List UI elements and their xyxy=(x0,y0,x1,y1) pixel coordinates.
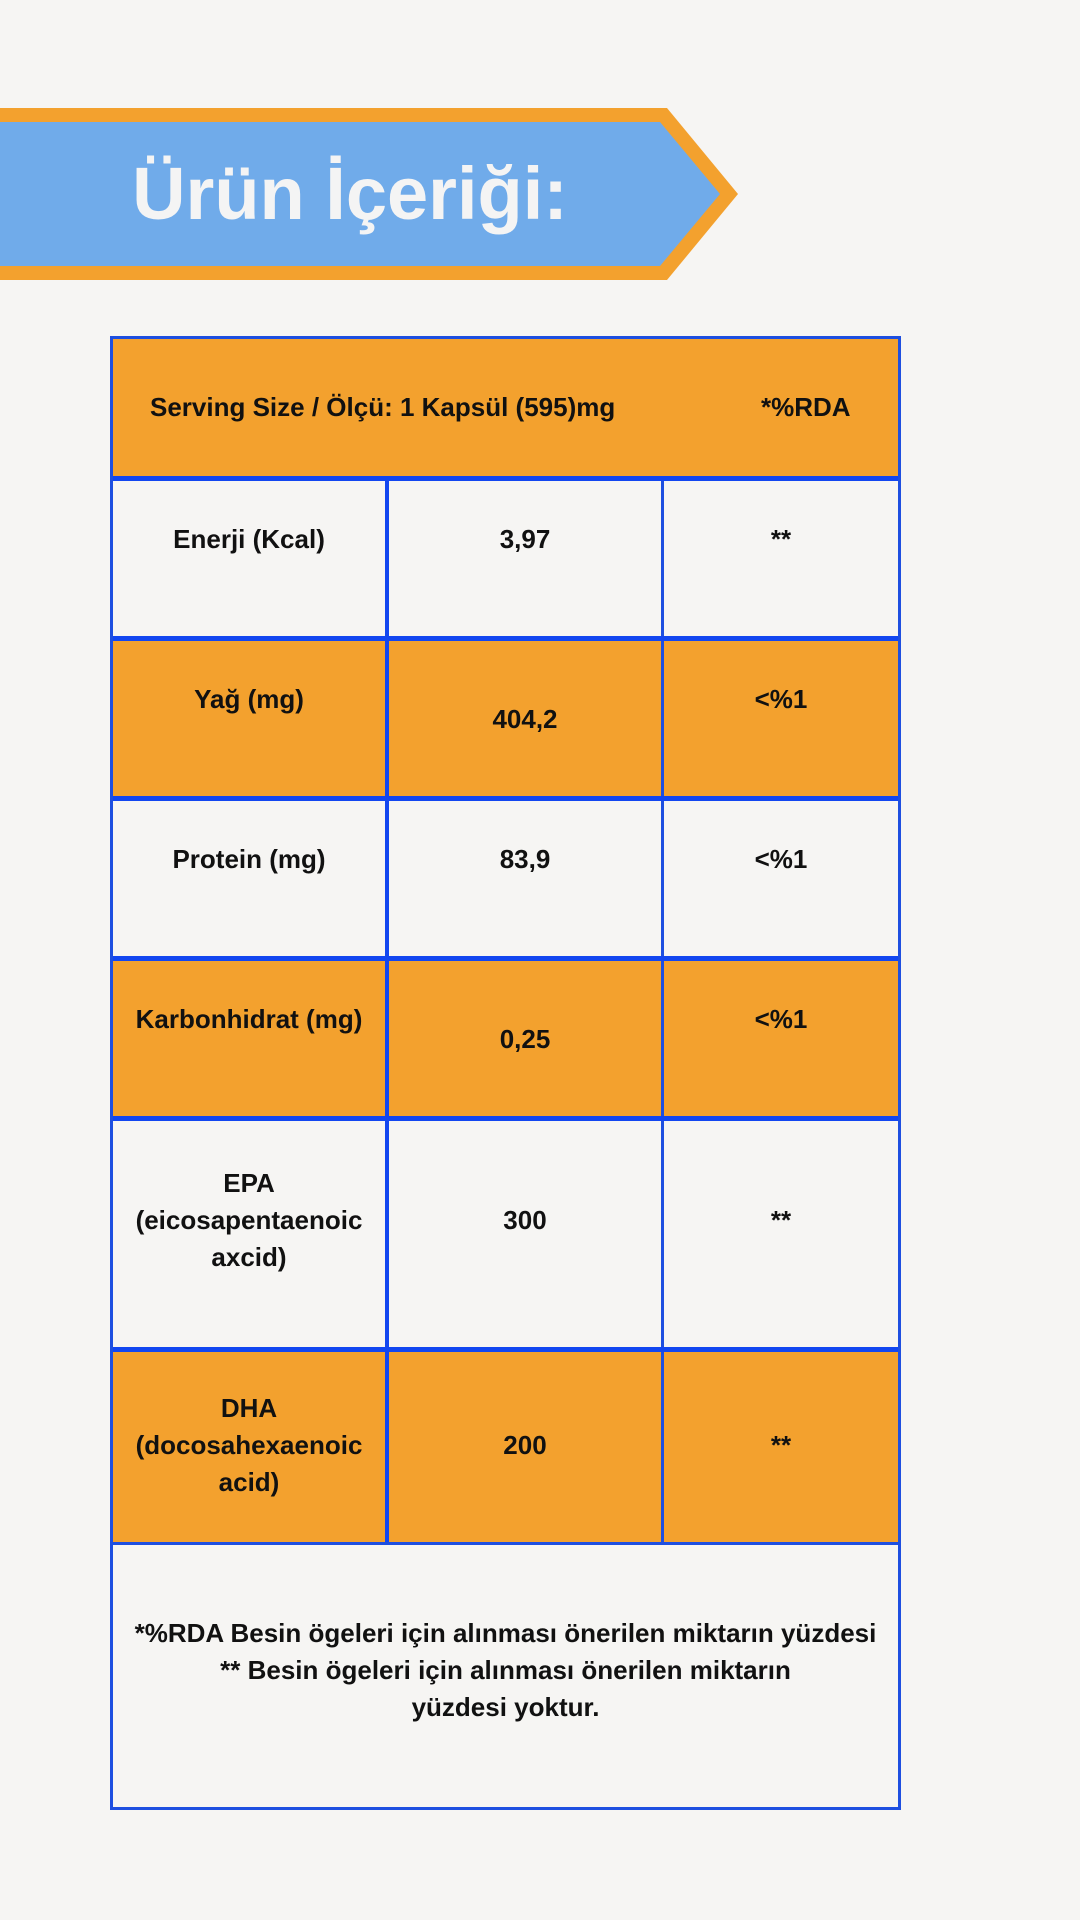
nutrient-value-cell: 0,25 xyxy=(389,961,664,1116)
nutrient-rda: ** xyxy=(770,1430,792,1460)
nutrient-name-cell: EPA (eicosapentaenoic axcid) xyxy=(113,1121,389,1347)
nutrient-name-cell: Enerji (Kcal) xyxy=(113,481,389,636)
title-banner: Ürün İçeriği: xyxy=(0,108,740,280)
table-header: Serving Size / Ölçü: 1 Kapsül (595)mg *%… xyxy=(113,339,898,481)
serving-size-label: Serving Size / Ölçü: 1 Kapsül (595)mg xyxy=(150,392,616,422)
nutrient-name: Karbonhidrat (mg) xyxy=(135,1004,363,1034)
table-row: DHA (docosahexaenoic acid) 200 ** xyxy=(113,1352,898,1545)
nutrient-name: Protein (mg) xyxy=(172,844,326,874)
footnote-line: yüzdesi yoktur. xyxy=(411,1692,600,1722)
nutrient-value-cell: 404,2 xyxy=(389,641,664,796)
nutrient-value: 200 xyxy=(503,1430,547,1460)
nutrient-name: DHA xyxy=(220,1393,278,1423)
nutrient-rda-cell: <%1 xyxy=(664,801,898,956)
nutrition-table: Serving Size / Ölçü: 1 Kapsül (595)mg *%… xyxy=(110,336,901,1810)
nutrient-name-cell: Yağ (mg) xyxy=(113,641,389,796)
nutrient-name: axcid) xyxy=(211,1242,287,1272)
table-row: Enerji (Kcal) 3,97 ** xyxy=(113,481,898,641)
nutrient-rda: <%1 xyxy=(754,1004,808,1034)
arrow-banner-shape xyxy=(0,108,738,280)
nutrient-rda-cell: ** xyxy=(664,1121,898,1347)
nutrient-name: EPA xyxy=(223,1168,275,1198)
nutrient-value: 83,9 xyxy=(499,844,551,874)
nutrient-rda-cell: ** xyxy=(664,1352,898,1542)
nutrient-rda: <%1 xyxy=(754,844,808,874)
nutrient-name: acid) xyxy=(218,1467,280,1497)
nutrient-value: 3,97 xyxy=(499,524,551,554)
nutrient-rda: ** xyxy=(770,524,792,554)
nutrient-rda-cell: <%1 xyxy=(664,961,898,1116)
nutrient-value-cell: 300 xyxy=(389,1121,664,1347)
nutrient-rda-cell: <%1 xyxy=(664,641,898,796)
nutrient-value: 300 xyxy=(503,1205,547,1235)
table-row: Protein (mg) 83,9 <%1 xyxy=(113,801,898,961)
nutrient-name: Yağ (mg) xyxy=(194,684,304,714)
footnote-line: ** Besin ögeleri için alınması önerilen … xyxy=(220,1655,791,1685)
table-row: Yağ (mg) 404,2 <%1 xyxy=(113,641,898,801)
nutrient-value-cell: 200 xyxy=(389,1352,664,1542)
nutrient-name: (docosahexaenoic xyxy=(135,1430,363,1460)
nutrient-name-cell: DHA (docosahexaenoic acid) xyxy=(113,1352,389,1542)
nutrient-name: Enerji (Kcal) xyxy=(173,524,325,554)
nutrient-rda-cell: ** xyxy=(664,481,898,636)
table-row: Karbonhidrat (mg) 0,25 <%1 xyxy=(113,961,898,1121)
page-title: Ürün İçeriği: xyxy=(132,152,568,235)
footnote: *%RDA Besin ögeleri için alınması öneril… xyxy=(113,1545,898,1807)
nutrient-rda: ** xyxy=(770,1205,792,1235)
nutrient-value-cell: 83,9 xyxy=(389,801,664,956)
nutrient-name-cell: Protein (mg) xyxy=(113,801,389,956)
footnote-line: *%RDA Besin ögeleri için alınması öneril… xyxy=(134,1618,877,1648)
nutrient-name: (eicosapentaenoic xyxy=(135,1205,363,1235)
nutrient-name-cell: Karbonhidrat (mg) xyxy=(113,961,389,1116)
table-row: EPA (eicosapentaenoic axcid) 300 ** xyxy=(113,1121,898,1352)
rda-header: *%RDA xyxy=(761,392,851,422)
nutrient-value: 0,25 xyxy=(499,1024,551,1054)
nutrient-rda: <%1 xyxy=(754,684,808,714)
nutrient-value-cell: 3,97 xyxy=(389,481,664,636)
nutrient-value: 404,2 xyxy=(492,704,558,734)
